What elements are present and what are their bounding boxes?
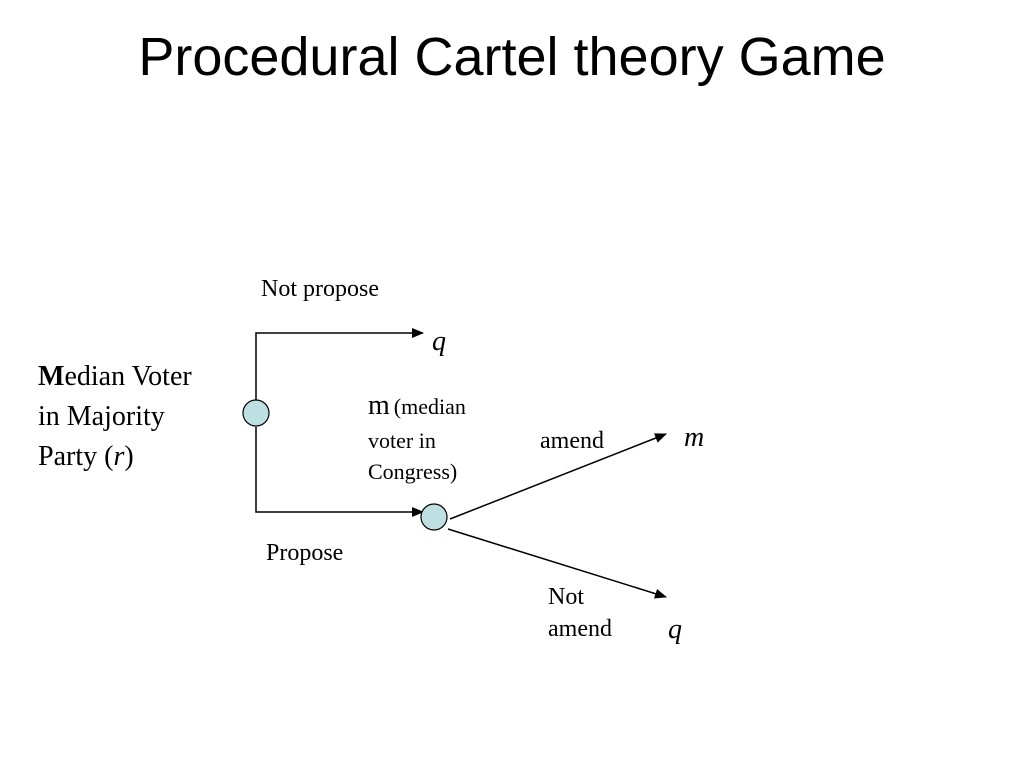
root-label-line2: in Majority <box>38 401 165 432</box>
root-node-label: Median Voter in Majority Party (r) <box>38 357 192 477</box>
second-node-var: m <box>368 390 390 421</box>
edge-amend <box>449 433 667 520</box>
label-propose: Propose <box>266 540 344 566</box>
label-not-amend-line1: Not <box>548 584 584 610</box>
label-not-amend-line2: amend <box>548 616 612 642</box>
outcome-amend-m: m <box>684 422 705 453</box>
root-label-line3-post: ) <box>124 441 134 472</box>
second-node-label: m (median voter in Congress) <box>368 390 466 487</box>
root-label-var: r <box>113 441 125 472</box>
root-label-line3-pre: Party ( <box>38 441 114 472</box>
label-amend: amend <box>540 428 604 454</box>
page-title: Procedural Cartel theory Game <box>138 27 886 87</box>
decision-node-second <box>420 503 448 531</box>
root-label-line1: edian Voter <box>64 361 192 392</box>
second-node-paren-line1: (median <box>393 394 466 419</box>
edge-not-propose <box>255 328 424 400</box>
outcome-not-amend-q: q <box>668 614 682 645</box>
edge-not-amend <box>447 528 667 599</box>
label-not-propose: Not propose <box>261 276 379 302</box>
label-not-amend: Not amend <box>548 581 612 645</box>
second-node-paren-line2: voter in <box>368 428 436 453</box>
root-label-initial: M <box>38 361 65 392</box>
decision-node-root <box>242 399 270 427</box>
outcome-top-q: q <box>432 326 446 357</box>
edge-propose <box>255 427 424 517</box>
second-node-paren-line3: Congress) <box>368 459 458 484</box>
